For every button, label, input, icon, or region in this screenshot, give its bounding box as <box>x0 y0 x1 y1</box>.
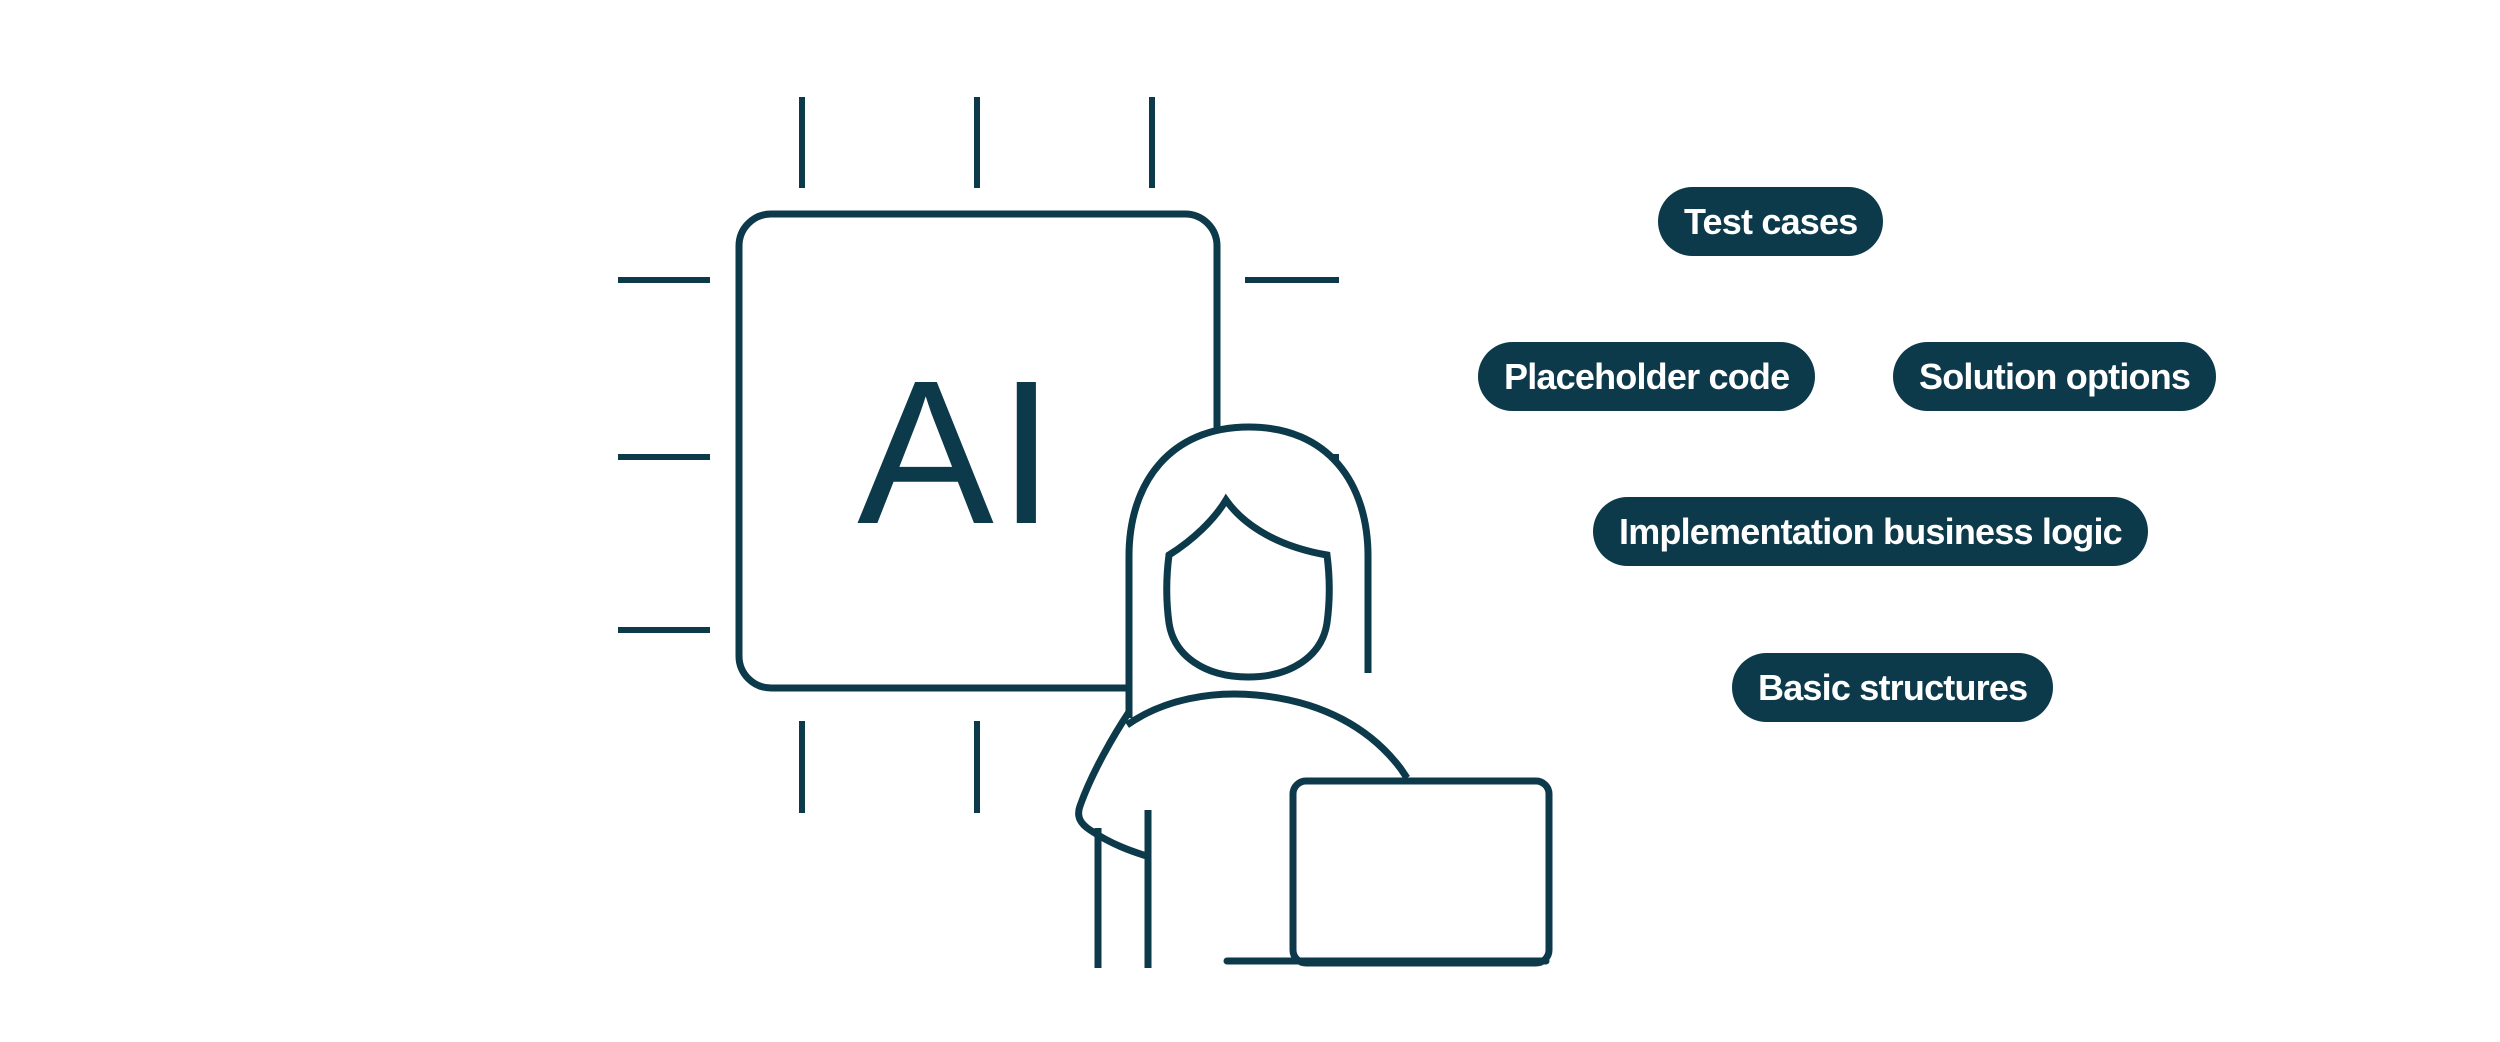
laptop-screen <box>1289 777 1553 967</box>
badge-placeholder-code: Placeholder code <box>1478 342 1816 411</box>
badge-label: Basic structures <box>1758 666 2028 708</box>
badge-implementation-business-logic: Implementation business logic <box>1593 497 2148 566</box>
badge-solution-options: Solution options <box>1893 342 2217 411</box>
badge-label: Test cases <box>1684 200 1858 242</box>
shoulder-outline <box>1124 690 1410 780</box>
badge-label: Implementation business logic <box>1619 510 2123 552</box>
badge-test-cases: Test cases <box>1658 187 1884 256</box>
face-outline <box>1163 493 1333 681</box>
sleeve-outline <box>1075 710 1152 861</box>
arm-lines <box>1094 810 1152 968</box>
badge-label: Placeholder code <box>1504 355 1790 397</box>
badge-basic-structures: Basic structures <box>1732 653 2054 722</box>
laptop-icon <box>1223 777 1553 967</box>
chip-label: AI <box>857 338 1059 567</box>
badge-label: Solution options <box>1919 355 2191 397</box>
